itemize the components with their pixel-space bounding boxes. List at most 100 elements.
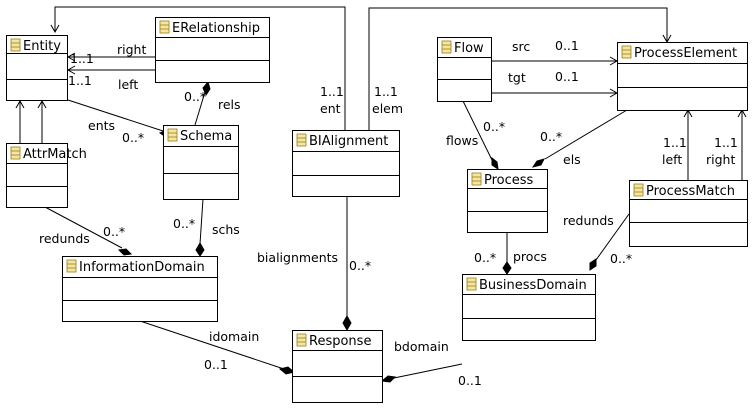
label-pm-left: left [662, 152, 682, 167]
label-ent: ent [320, 101, 341, 116]
label-pm-right: right [706, 152, 735, 167]
diamond-bdomain [380, 375, 397, 383]
label-redunds-left: redunds [39, 231, 90, 246]
class-box [292, 330, 383, 403]
label-er-left: left [118, 77, 138, 92]
label-redunds-right: redunds [563, 213, 614, 228]
class-box [462, 274, 596, 341]
label-schs: schs [212, 222, 240, 237]
class-response[interactable]: Response [292, 330, 383, 403]
label-pm-left-mult: 1..1 [663, 135, 687, 150]
label-er-right-mult: 1..1 [70, 51, 94, 66]
edge-redunds-left[interactable] [44, 206, 123, 249]
diamond-bialignments [342, 314, 352, 332]
label-redunds-left-mult: 0..* [103, 224, 125, 239]
label-elem-mult: 1..1 [374, 84, 398, 99]
label-idomain: idomain [209, 329, 259, 344]
diamond-idomain [278, 366, 296, 375]
class-erelationship[interactable]: ERelationship [155, 17, 270, 83]
arrowhead-ent [50, 24, 60, 34]
diamond-flows [491, 156, 499, 171]
diamond-redunds-right [589, 258, 597, 271]
class-icon [66, 259, 77, 273]
class-schema[interactable]: Schema [163, 125, 239, 200]
class-name: Flow [454, 41, 484, 56]
class-icon [296, 333, 307, 347]
class-box [155, 17, 270, 83]
label-bialignments: bialignments [257, 250, 338, 265]
edge-els[interactable] [544, 109, 628, 160]
class-informationdomain[interactable]: InformationDomain [62, 256, 218, 322]
label-els-mult: 0..* [540, 129, 562, 144]
label-bdomain: bdomain [394, 339, 449, 354]
class-icon [633, 183, 644, 197]
diamond-rels [202, 80, 211, 97]
class-icon [621, 45, 632, 59]
edge-bdomain[interactable] [393, 363, 463, 379]
edge-bialignment-ent[interactable] [54, 6, 346, 130]
class-processmatch[interactable]: ProcessMatch [629, 180, 748, 247]
label-src-mult: 0..1 [555, 38, 579, 53]
class-name: BIAlignment [309, 134, 388, 149]
class-icon [167, 128, 178, 142]
label-els: els [563, 152, 581, 167]
label-bdomain-mult: 0..1 [458, 373, 482, 388]
label-idomain-mult: 0..1 [204, 357, 228, 372]
class-name: AttrMatch [23, 147, 87, 162]
class-flow[interactable]: Flow [437, 37, 492, 102]
class-entity[interactable]: Entity [6, 35, 68, 101]
label-rels: rels [218, 97, 241, 112]
label-flows: flows [446, 133, 478, 148]
label-ents: ents [88, 118, 115, 133]
label-tgt: tgt [508, 70, 526, 85]
label-procs-mult: 0..* [474, 250, 496, 265]
edge-idomain[interactable] [139, 320, 285, 370]
diamond-procs [502, 261, 512, 275]
label-pm-right-mult: 1..1 [714, 135, 738, 150]
diamond-schs [195, 241, 205, 257]
label-flows-mult: 0..* [483, 119, 505, 134]
label-ents-mult: 0..* [122, 130, 144, 145]
class-name: Process [484, 173, 534, 188]
class-box [629, 180, 748, 247]
label-rels-mult: 0..* [184, 89, 206, 104]
class-attrmatch[interactable]: AttrMatch [6, 143, 87, 208]
class-name: Response [309, 334, 371, 349]
diamond-els [531, 158, 545, 168]
class-icon [10, 146, 21, 160]
class-name: Schema [180, 129, 232, 144]
class-icon [10, 38, 21, 52]
class-name: ProcessElement [634, 46, 737, 61]
label-elem: elem [372, 101, 403, 116]
class-box [62, 256, 218, 322]
diamond-redunds-left [117, 248, 133, 256]
class-businessdomain[interactable]: BusinessDomain [462, 274, 596, 341]
edge-rels[interactable] [194, 91, 206, 126]
label-tgt-mult: 0..1 [555, 69, 579, 84]
edge-bialignment-elem[interactable] [368, 7, 668, 130]
edge-flows[interactable] [462, 100, 493, 161]
class-process[interactable]: Process [467, 169, 548, 233]
class-box [292, 130, 400, 197]
class-name: Entity [23, 39, 61, 54]
class-box [617, 42, 748, 111]
class-name: BusinessDomain [479, 278, 587, 293]
class-bialignment[interactable]: BIAlignment [292, 130, 400, 197]
class-name: ERelationship [172, 21, 260, 36]
edge-redunds-right[interactable] [595, 213, 630, 261]
class-name: InformationDomain [79, 260, 205, 275]
label-src: src [512, 39, 530, 54]
label-ent-mult: 1..1 [320, 84, 344, 99]
class-icon [441, 40, 452, 54]
edge-ents[interactable] [67, 99, 164, 132]
label-redunds-right-mult: 0..* [610, 251, 632, 266]
edge-schs[interactable] [199, 198, 204, 245]
label-procs: procs [513, 249, 547, 264]
class-icon [466, 277, 477, 291]
class-processelement[interactable]: ProcessElement [617, 42, 748, 111]
class-icon [471, 172, 482, 186]
class-icon [159, 20, 170, 34]
class-icon [296, 133, 307, 147]
label-er-left-mult: 1..1 [68, 73, 92, 88]
